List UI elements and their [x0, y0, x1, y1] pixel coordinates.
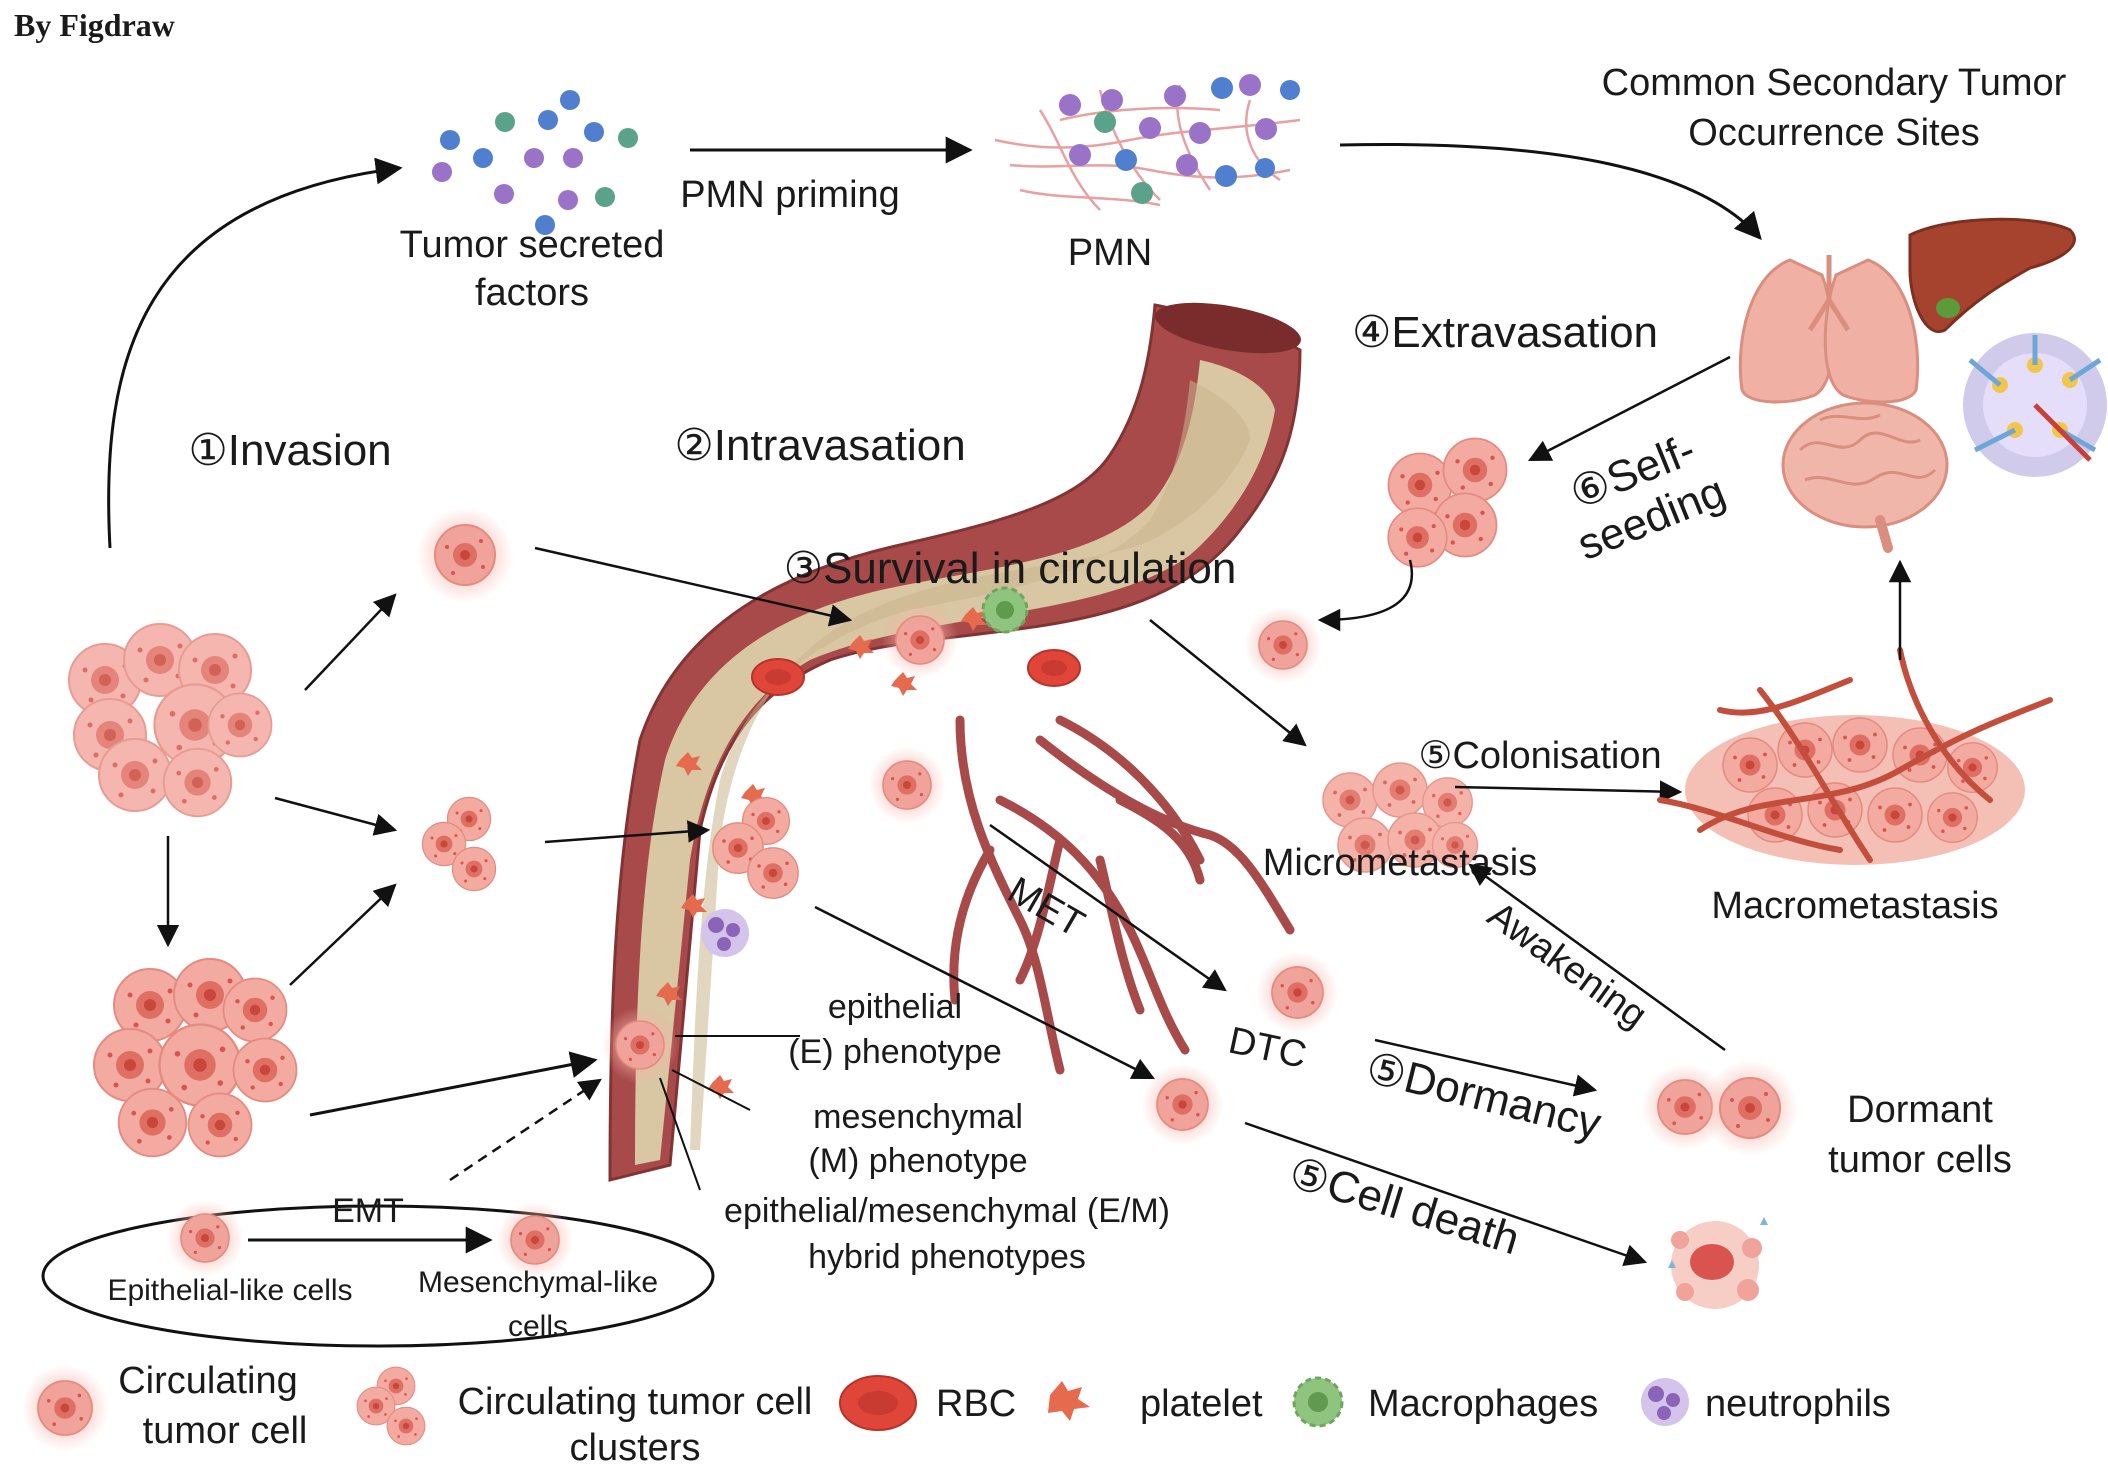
- invasion-label: ①Invasion: [188, 426, 391, 475]
- legend-neutrophils-label: neutrophils: [1705, 1383, 1891, 1425]
- dormant-label-1: Dormant: [1847, 1089, 1993, 1131]
- legend-ctc-icon: [20, 1363, 110, 1453]
- compact-tumor: [93, 958, 298, 1158]
- legend: Circulating tumor cell Circulating tumor…: [20, 1360, 1891, 1469]
- colonisation-arrow: [1454, 780, 1683, 803]
- intravasation-label: ②Intravasation: [674, 421, 965, 470]
- primary-tumor-loose: [68, 623, 273, 818]
- tumor-to-factors-arrow: [107, 157, 403, 549]
- dormant-label-2: tumor cells: [1828, 1139, 2012, 1181]
- epithelial-label-1: epithelial: [828, 988, 962, 1026]
- pmn-network: [994, 84, 1301, 211]
- arrow-to-cell-death-cell: [814, 905, 1156, 1080]
- lungs-image: [1738, 255, 1920, 404]
- macrophage-in-vessel: [981, 586, 1029, 634]
- emt-label: EMT: [332, 1192, 404, 1230]
- tumor-factors-label-1: Tumor secreted: [400, 224, 665, 266]
- apoptotic-cell: [1668, 1217, 1768, 1309]
- arrow-cluster-into-vessel: [544, 820, 711, 844]
- legend-rbc-label: RBC: [936, 1383, 1016, 1425]
- extravasation-label: ④Extravasation: [1352, 308, 1658, 357]
- pmn-to-organs-arrow: [1339, 143, 1762, 241]
- platelets-in-vessel: [656, 607, 987, 1099]
- mesenchymal-label-1: mesenchymal: [813, 1098, 1023, 1136]
- lymph-node-image: [1963, 333, 2107, 477]
- legend-ctc-label-1: Circulating: [118, 1360, 298, 1402]
- blood-vessel: [608, 302, 1302, 1182]
- mesenchymal-like-label-1: Mesenchymal-like: [418, 1266, 658, 1299]
- arrow-tumor-to-phenotype: [309, 1051, 598, 1117]
- legend-cluster-icon: [356, 1366, 426, 1446]
- pmn-priming-label: PMN priming: [680, 174, 900, 216]
- dormancy-arrow: [1374, 1038, 1598, 1097]
- liver-image: [1908, 217, 2076, 334]
- dtc-cell: [1255, 950, 1340, 1035]
- dormant-cells: [1640, 1059, 1799, 1157]
- self-seeding-label: ⑥Self- seeding: [1563, 425, 1732, 570]
- cell-death-arrow: [1244, 1121, 1648, 1266]
- pointer-mesenchymal: [671, 1069, 751, 1111]
- hybrid-label-1: epithelial/mesenchymal (E/M): [724, 1192, 1170, 1230]
- ctc-in-vessel-1: [880, 600, 960, 680]
- pmn-dots: [1059, 74, 1300, 204]
- colonisation-label: ⑤Colonisation: [1418, 735, 1661, 777]
- secondary-sites-title-2: Occurrence Sites: [1688, 112, 1979, 154]
- capillary-branches: [949, 715, 1295, 1075]
- arrow-compact-to-cluster: [289, 883, 397, 986]
- arrow-emt-dashed: [449, 1078, 602, 1182]
- awakening-label: Awakening: [1480, 894, 1655, 1037]
- neutrophil-in-vessel: [701, 909, 749, 957]
- self-seeding-to-vessel-arrow: [1317, 559, 1414, 632]
- ctc-exiting-vessel: [1243, 605, 1323, 685]
- hybrid-label-2: hybrid phenotypes: [808, 1238, 1086, 1276]
- pmn-label: PMN: [1068, 232, 1152, 274]
- legend-cluster-label-1: Circulating tumor cell: [458, 1381, 813, 1423]
- invaded-cluster: [421, 796, 497, 892]
- epithelial-like-label: Epithelial-like cells: [107, 1274, 352, 1307]
- ctc-outside-vessel: [867, 745, 947, 825]
- legend-macrophage-icon: [1292, 1376, 1344, 1428]
- awakening-arrow: [1468, 863, 1726, 1052]
- epithelial-label-2: (E) phenotype: [788, 1033, 1002, 1071]
- self-seeding-cluster: [1387, 437, 1508, 568]
- secondary-sites-title-1: Common Secondary Tumor: [1602, 62, 2067, 104]
- tumor-factors-dots: [432, 90, 638, 235]
- pointer-hybrid: [659, 1077, 701, 1191]
- arrow-ctc-into-vessel: [534, 546, 853, 627]
- dormancy-label: ⑤Dormancy: [1361, 1043, 1606, 1149]
- mesenchymal-like-label-2: cells: [508, 1310, 568, 1343]
- arrow-to-micrometastasis: [1149, 619, 1307, 747]
- brain-image: [1781, 401, 1949, 553]
- legend-rbc-icon: [839, 1375, 917, 1431]
- emt-ellipse: [41, 1204, 715, 1348]
- survival-label: ③Survival in circulation: [784, 544, 1237, 593]
- met-arrow: [989, 823, 1227, 992]
- legend-ctc-label-2: tumor cell: [143, 1410, 308, 1452]
- legend-macrophages-label: Macrophages: [1368, 1383, 1598, 1425]
- macrometastasis-label: Macrometastasis: [1711, 885, 1998, 927]
- ctc-phenotype-cell: [600, 1005, 680, 1085]
- micrometastasis-label: Micrometastasis: [1263, 842, 1538, 884]
- tumor-factors-label-2: factors: [475, 272, 589, 314]
- self-seeding-arrow: [1527, 355, 1731, 462]
- invaded-ctc: [416, 506, 514, 604]
- epithelial-like-cell: [165, 1198, 245, 1278]
- mesenchymal-label-2: (M) phenotype: [808, 1142, 1027, 1180]
- legend-cluster-label-2: clusters: [570, 1427, 701, 1469]
- macrometastasis-cluster: [1657, 647, 2053, 865]
- cell-death-label: ⑤Cell death: [1283, 1148, 1525, 1264]
- legend-neutrophil-icon: [1641, 1378, 1689, 1426]
- arrow-tumor-to-cluster: [274, 796, 398, 836]
- arrow-tumor-to-ctc: [304, 593, 397, 691]
- rbcs-in-vessel: [751, 649, 1081, 696]
- legend-platelet-label: platelet: [1140, 1383, 1263, 1425]
- legend-platelet-icon: [1048, 1381, 1090, 1421]
- credit-text: By Figdraw: [14, 7, 175, 43]
- ctc-cluster-in-vessel: [712, 796, 799, 899]
- dying-ctc-cell: [1140, 1062, 1225, 1147]
